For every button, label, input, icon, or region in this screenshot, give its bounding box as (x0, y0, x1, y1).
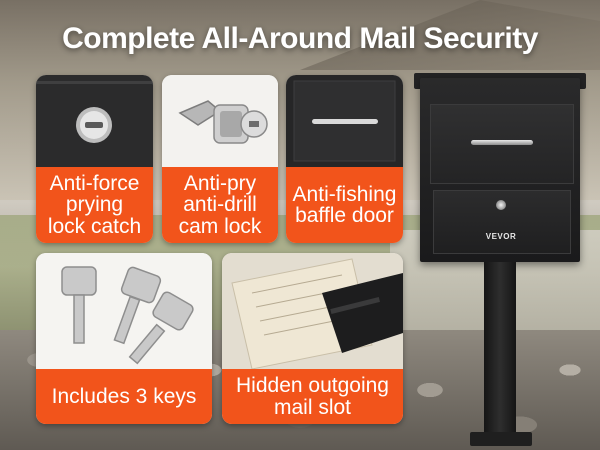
mailbox-brand: VEVOR (485, 232, 517, 241)
mail-slot-icon (222, 253, 403, 370)
feature-label: Includes 3 keys (36, 369, 212, 424)
mailbox-base-plate (470, 432, 532, 446)
lock-cylinder-icon (36, 75, 153, 167)
feature-label: Anti-fishing baffle door (286, 167, 403, 243)
keys-icon (36, 253, 212, 369)
feature-label: Anti-pry anti-drill cam lock (162, 167, 278, 243)
feature-label: Anti-force prying lock catch (36, 167, 153, 243)
mailbox-post (484, 262, 516, 436)
feature-card-baffle-door: Anti-fishing baffle door (286, 75, 403, 243)
feature-label: Hidden outgoing mail slot (222, 369, 403, 424)
feature-card-mail-slot: Hidden outgoing mail slot (222, 253, 403, 424)
mailbox-lock-icon (496, 200, 506, 210)
mailbox-handle (471, 140, 533, 145)
feature-card-cam-lock: Anti-pry anti-drill cam lock (162, 75, 278, 243)
feature-card-keys: Includes 3 keys (36, 253, 212, 424)
page-title: Complete All-Around Mail Security (62, 22, 538, 55)
feature-card-lock-catch: Anti-force prying lock catch (36, 75, 153, 243)
baffle-door-icon (286, 75, 403, 167)
cam-lock-icon (162, 75, 278, 167)
